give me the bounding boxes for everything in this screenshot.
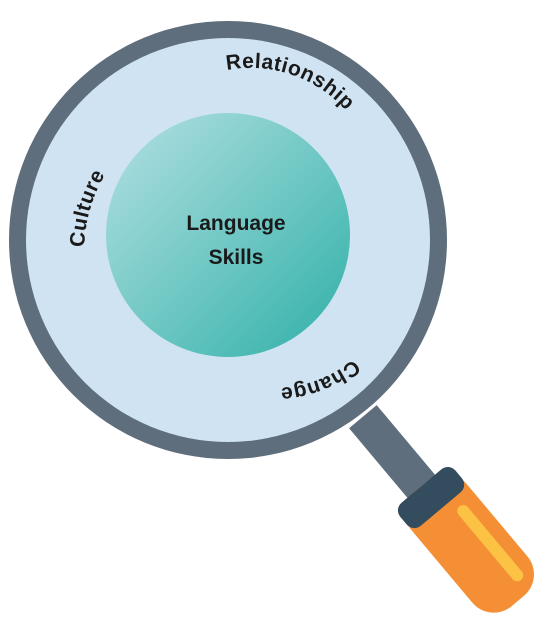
handle-grip <box>397 466 534 613</box>
center-label-line2: Skills <box>209 246 264 269</box>
handle-neck <box>349 405 441 505</box>
center-label-line1: Language <box>186 212 285 235</box>
inner-circle <box>106 113 350 357</box>
